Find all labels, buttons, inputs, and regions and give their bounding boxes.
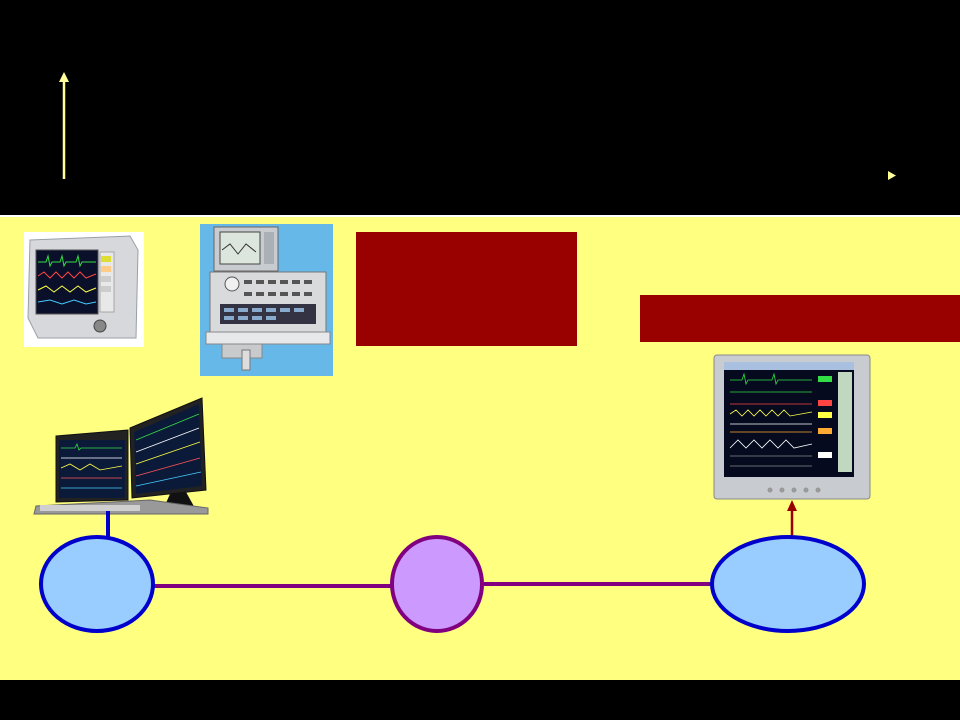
red-box-left — [356, 232, 577, 346]
arrow-up-to-display — [787, 500, 797, 538]
patient-monitor-icon — [24, 232, 144, 347]
triangle-right-icon — [888, 171, 896, 180]
node-left — [39, 535, 155, 633]
dual-monitor-workstation-icon — [33, 397, 209, 515]
header-region — [0, 0, 960, 215]
arrow-up-icon — [59, 72, 69, 179]
anesthesia-machine-icon — [200, 224, 333, 376]
footer-region — [0, 680, 960, 720]
node-right — [710, 535, 866, 633]
node-center — [390, 535, 484, 633]
red-box-right — [640, 295, 960, 342]
large-display-monitor-icon — [713, 354, 871, 500]
